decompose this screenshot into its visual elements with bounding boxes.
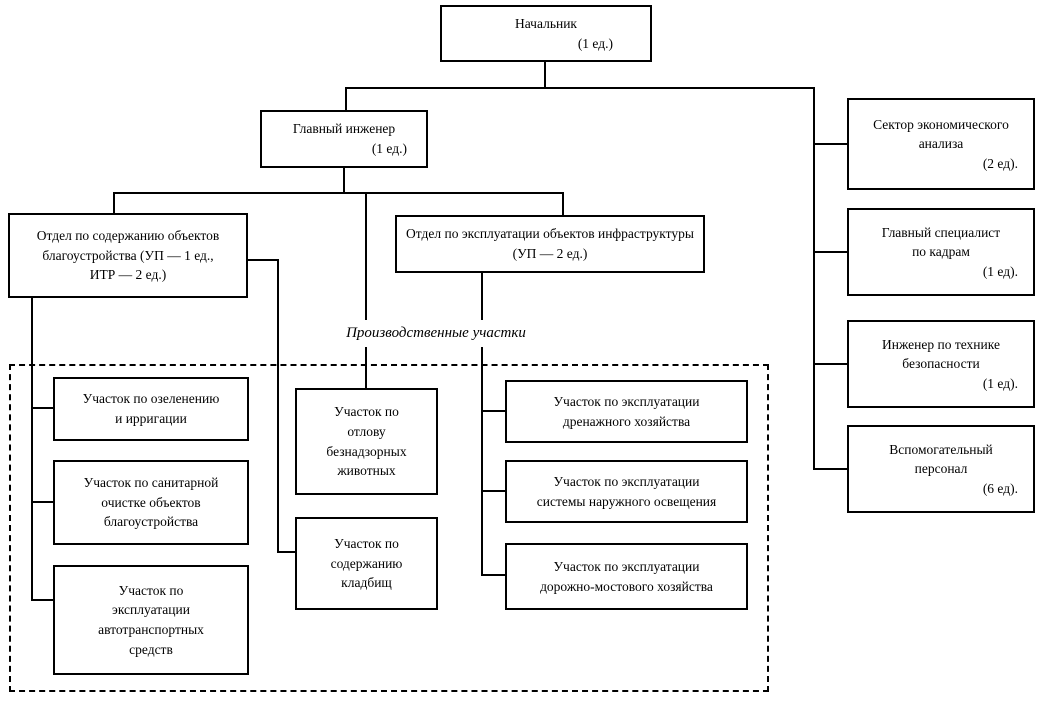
- connector-line: [813, 251, 847, 253]
- box-title: Участок по санитарной очистке объектов б…: [83, 475, 219, 530]
- connector-line: [31, 599, 55, 601]
- connector-line: [813, 143, 847, 145]
- box-uchastok-kladbishch: Участок по содержанию кладбищ: [295, 517, 438, 610]
- connector-line: [544, 62, 546, 89]
- connector-line: [813, 468, 847, 470]
- box-title: Инженер по технике безопасности: [882, 336, 1000, 372]
- box-units: (2 ед).: [982, 155, 1018, 171]
- box-units: (1 ед).: [982, 263, 1018, 279]
- box-title: Вспомогательный персонал: [889, 441, 993, 477]
- box-nachalnik: Начальник (1 ед.): [440, 5, 652, 62]
- box-units: (6 ед).: [982, 480, 1018, 496]
- box-units: (1 ед.): [577, 35, 613, 51]
- box-otdel-ekspluatatsii: Отдел по эксплуатации объектов инфрастру…: [395, 215, 705, 273]
- box-title: Участок по эксплуатации дорожно-мостовог…: [540, 558, 713, 594]
- box-uchastok-dorozhno-mostovogo: Участок по эксплуатации дорожно-мостовог…: [505, 543, 748, 610]
- box-uchastok-ozeleneniya: Участок по озеленению и ирригации: [53, 377, 249, 441]
- connector-line: [481, 490, 507, 492]
- connector-line: [113, 192, 564, 194]
- box-title: Сектор экономического анализа: [873, 116, 1009, 152]
- box-title: Участок по отлову безнадзорных животных: [326, 404, 407, 479]
- connector-line: [113, 192, 115, 215]
- connector-line: [31, 298, 33, 601]
- box-title: Участок по содержанию кладбищ: [330, 536, 403, 591]
- connector-line: [481, 410, 507, 412]
- box-otdel-soderzhaniya: Отдел по содержанию объектов благоустрой…: [8, 213, 248, 298]
- box-title: Участок по эксплуатации автотранспортных…: [98, 582, 204, 657]
- box-uchastok-avtotransporta: Участок по эксплуатации автотранспортных…: [53, 565, 249, 675]
- connector-line: [31, 407, 55, 409]
- box-uchastok-drenazha: Участок по эксплуатации дренажного хозяй…: [505, 380, 748, 443]
- connector-line: [31, 501, 55, 503]
- connector-line: [813, 363, 847, 365]
- box-title: Отдел по эксплуатации объектов инфрастру…: [406, 226, 694, 261]
- connector-line: [248, 259, 279, 261]
- box-title: Отдел по содержанию объектов благоустрой…: [36, 228, 220, 283]
- connector-line: [343, 168, 345, 194]
- connector-line: [277, 551, 297, 553]
- box-title: Участок по эксплуатации дренажного хозяй…: [553, 393, 700, 429]
- box-glavnyj-spetsialist-po-kadram: Главный специалист по кадрам (1 ед).: [847, 208, 1035, 296]
- production-sections-group-outline: [9, 364, 769, 692]
- box-inzhener-po-tekhnike-bezopasnosti: Инженер по технике безопасности (1 ед).: [847, 320, 1035, 408]
- connector-line: [345, 87, 347, 112]
- connector-line: [481, 272, 483, 576]
- production-sections-label: Производственные участки: [316, 320, 556, 347]
- box-title: Главный инженер: [292, 121, 396, 137]
- box-title: Участок по эксплуатации системы наружног…: [536, 473, 717, 509]
- box-units: (1 ед).: [982, 375, 1018, 391]
- box-title: Участок по озеленению и ирригации: [82, 391, 220, 426]
- box-glavnyj-inzhener: Главный инженер (1 ед.): [260, 110, 428, 168]
- connector-line: [481, 574, 507, 576]
- connector-line: [345, 87, 815, 89]
- box-units: (1 ед.): [371, 141, 407, 156]
- connector-line: [813, 87, 815, 470]
- box-uchastok-sanitarnoj-ochistki: Участок по санитарной очистке объектов б…: [53, 460, 249, 545]
- connector-line: [365, 192, 367, 390]
- box-vspomogatelnyj-personal: Вспомогательный персонал (6 ед).: [847, 425, 1035, 513]
- box-sektor-ekonomicheskogo-analiza: Сектор экономического анализа (2 ед).: [847, 98, 1035, 190]
- connector-line: [562, 192, 564, 217]
- box-title: Главный специалист по кадрам: [881, 224, 1001, 260]
- box-uchastok-otlova-zhivotnykh: Участок по отлову безнадзорных животных: [295, 388, 438, 495]
- box-title: Начальник: [514, 15, 577, 31]
- box-uchastok-osveshcheniya: Участок по эксплуатации системы наружног…: [505, 460, 748, 523]
- connector-line: [277, 259, 279, 553]
